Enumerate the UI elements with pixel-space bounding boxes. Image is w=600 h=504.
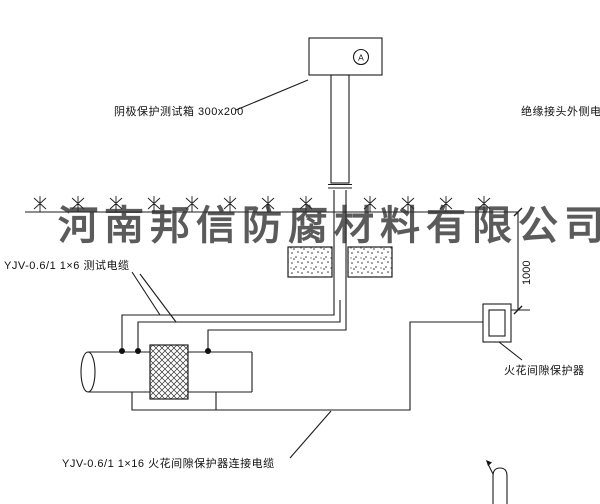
meter-symbol: A bbox=[358, 53, 364, 63]
conduit bbox=[333, 190, 347, 300]
label-test-box: 阴极保护测试箱 300x200 bbox=[114, 106, 244, 118]
foundation-left-fill bbox=[287, 246, 333, 278]
section-marker bbox=[486, 460, 508, 504]
riser-pole bbox=[330, 74, 350, 184]
insulating-joint-hatch bbox=[149, 344, 189, 400]
spark-gap-box bbox=[482, 303, 512, 343]
leader-test-cable bbox=[131, 271, 177, 323]
label-spark-gap-cable: YJV-0.6/1 1×16 火花间隙保护器连接电缆 bbox=[62, 458, 275, 470]
label-test-cable: YJV-0.6/1 1×6 测试电缆 bbox=[4, 260, 130, 272]
dimension-text: 1000 bbox=[521, 261, 533, 285]
label-outer-cable: 绝缘接头外侧电缆 bbox=[521, 106, 600, 118]
cable-lugs bbox=[119, 348, 211, 354]
company-watermark: 河南邦信防腐材料有限公司 bbox=[58, 203, 600, 248]
leader-spark-cable bbox=[289, 410, 332, 459]
pipe-end-cap bbox=[80, 351, 96, 393]
test-cables bbox=[121, 300, 347, 349]
ground-symbols bbox=[33, 196, 491, 212]
pole-coupling bbox=[328, 183, 352, 189]
leader-test-box bbox=[235, 79, 309, 111]
leader-spark-gap bbox=[498, 341, 523, 361]
spark-gap-cable bbox=[131, 321, 484, 411]
foundation-right-fill bbox=[347, 246, 393, 278]
meter-circle bbox=[352, 48, 370, 66]
test-box bbox=[308, 37, 383, 76]
label-spark-gap: 火花间隙保护器 bbox=[504, 365, 585, 377]
